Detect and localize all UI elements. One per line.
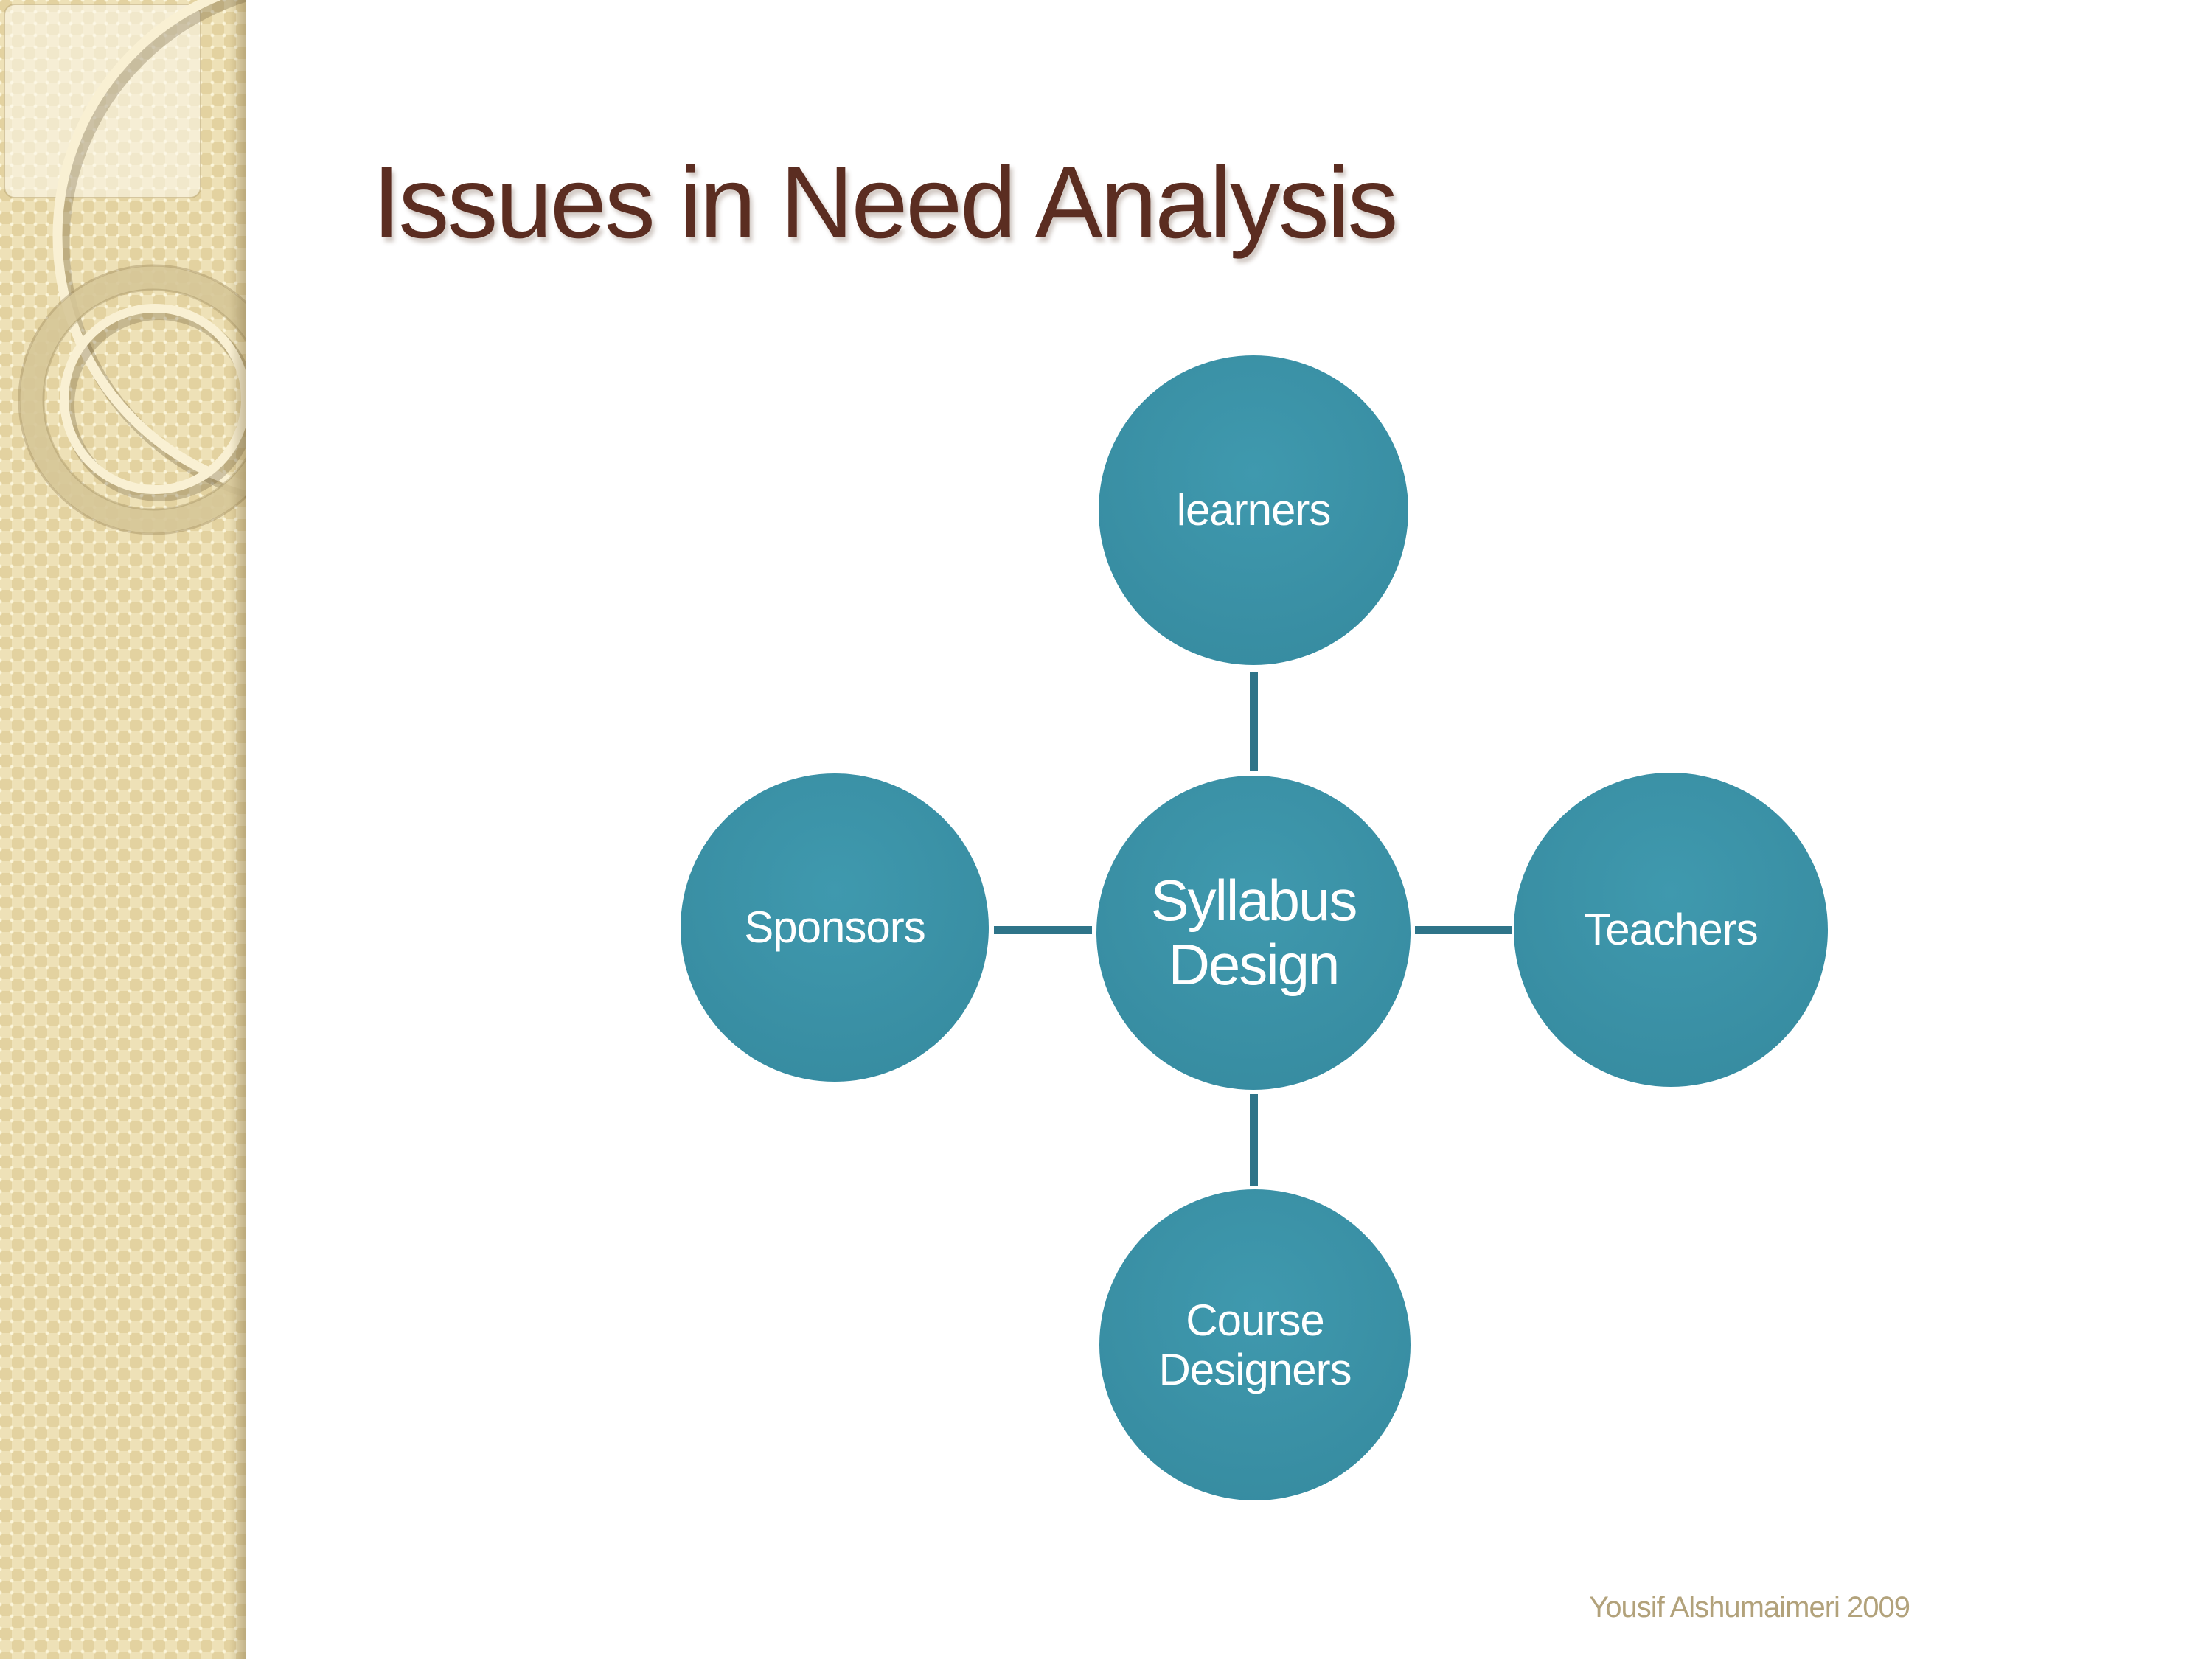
- connector-center-to-teachers: [1415, 926, 1512, 934]
- diagram-node-teachers: Teachers: [1514, 773, 1828, 1087]
- diagram-node-sponsors: Sponsors: [681, 773, 989, 1082]
- diagram-node-learners: learners: [1099, 355, 1408, 665]
- ring-upper: [52, 0, 246, 491]
- diagram-node-course-designers: Course Designers: [1099, 1189, 1411, 1500]
- connector-center-to-sponsors: [994, 926, 1092, 934]
- diagram-node-syllabus-design: Syllabus Design: [1096, 776, 1411, 1090]
- decorative-sidebar: [0, 0, 246, 1659]
- ring-upper-shadow: [57, 0, 246, 498]
- ring-lower-cream: [60, 304, 246, 494]
- connector-center-to-learners: [1250, 672, 1258, 771]
- ring-lower-tan: [20, 266, 246, 533]
- connector-center-to-designers: [1250, 1094, 1258, 1186]
- sidebar-ornament-rings: [4, 0, 246, 535]
- slide-title: Issues in Need Analysis: [372, 146, 1398, 260]
- ring-lower-tan-outline-outer: [18, 264, 246, 535]
- footer-credit: Yousif Alshumaimeri 2009: [1589, 1591, 1910, 1624]
- sidebar-glass-pane: [4, 4, 201, 198]
- ring-lower-tan-outline-inner: [42, 288, 246, 511]
